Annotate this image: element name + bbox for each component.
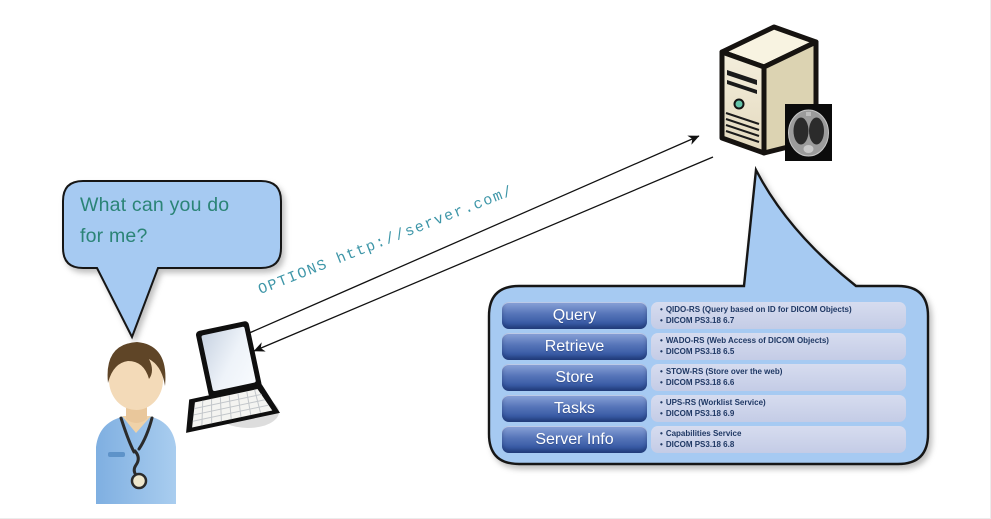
service-row: Tasks•UPS-RS (Worklist Service)•DICOM PS… — [502, 395, 906, 422]
service-panel: •STOW-RS (Store over the web)•DICOM PS3.… — [651, 364, 906, 391]
service-row: Server Info•Capabilities Service•DICOM P… — [502, 426, 906, 453]
service-panel: •QIDO-RS (Query based on ID for DICOM Ob… — [651, 302, 906, 329]
service-bullet: •DICOM PS3.18 6.9 — [660, 408, 735, 418]
service-bullet: •STOW-RS (Store over the web) — [660, 367, 783, 376]
service-bullet: •DICOM PS3.18 6.5 — [660, 346, 735, 356]
service-panel: •WADO-RS (Web Access of DICOM Objects)•D… — [651, 333, 906, 360]
service-button: Store — [502, 364, 647, 391]
clinician-icon — [96, 342, 176, 504]
question-bubble — [62, 180, 282, 340]
service-button: Tasks — [502, 395, 647, 422]
service-panel: •UPS-RS (Worklist Service)•DICOM PS3.18 … — [651, 395, 906, 422]
stethoscope — [119, 416, 154, 478]
service-bullet: •DICOM PS3.18 6.6 — [660, 377, 735, 387]
service-bullet: •Capabilities Service — [660, 429, 742, 438]
service-bullet: •DICOM PS3.18 6.8 — [660, 439, 735, 449]
ct-scan-icon — [785, 104, 832, 161]
service-button: Retrieve — [502, 333, 647, 360]
service-row: Store•STOW-RS (Store over the web)•DICOM… — [502, 364, 906, 391]
response-arrow — [253, 156, 714, 352]
request-arrow — [230, 135, 700, 342]
service-button: Query — [502, 302, 647, 329]
laptop-icon — [186, 321, 280, 433]
stethoscope-chestpiece — [130, 472, 148, 490]
service-bullet: •QIDO-RS (Query based on ID for DICOM Ob… — [660, 305, 852, 314]
service-row: Query •QIDO-RS (Query based on ID for DIC… — [502, 302, 906, 329]
hair — [107, 342, 166, 386]
service-bullet: •WADO-RS (Web Access of DICOM Objects) — [660, 336, 829, 345]
services-list: Query •QIDO-RS (Query based on ID for DIC… — [502, 302, 906, 453]
question-bubble-text: What can you do for me? — [80, 194, 230, 247]
pocket-badge — [108, 452, 125, 457]
service-panel: •Capabilities Service•DICOM PS3.18 6.8 — [651, 426, 906, 453]
service-bullet: •UPS-RS (Worklist Service) — [660, 398, 766, 407]
service-button: Server Info — [502, 426, 647, 453]
server-led — [733, 98, 745, 110]
service-row: Retrieve•WADO-RS (Web Access of DICOM Ob… — [502, 333, 906, 360]
service-bullet: •DICOM PS3.18 6.7 — [660, 315, 735, 325]
